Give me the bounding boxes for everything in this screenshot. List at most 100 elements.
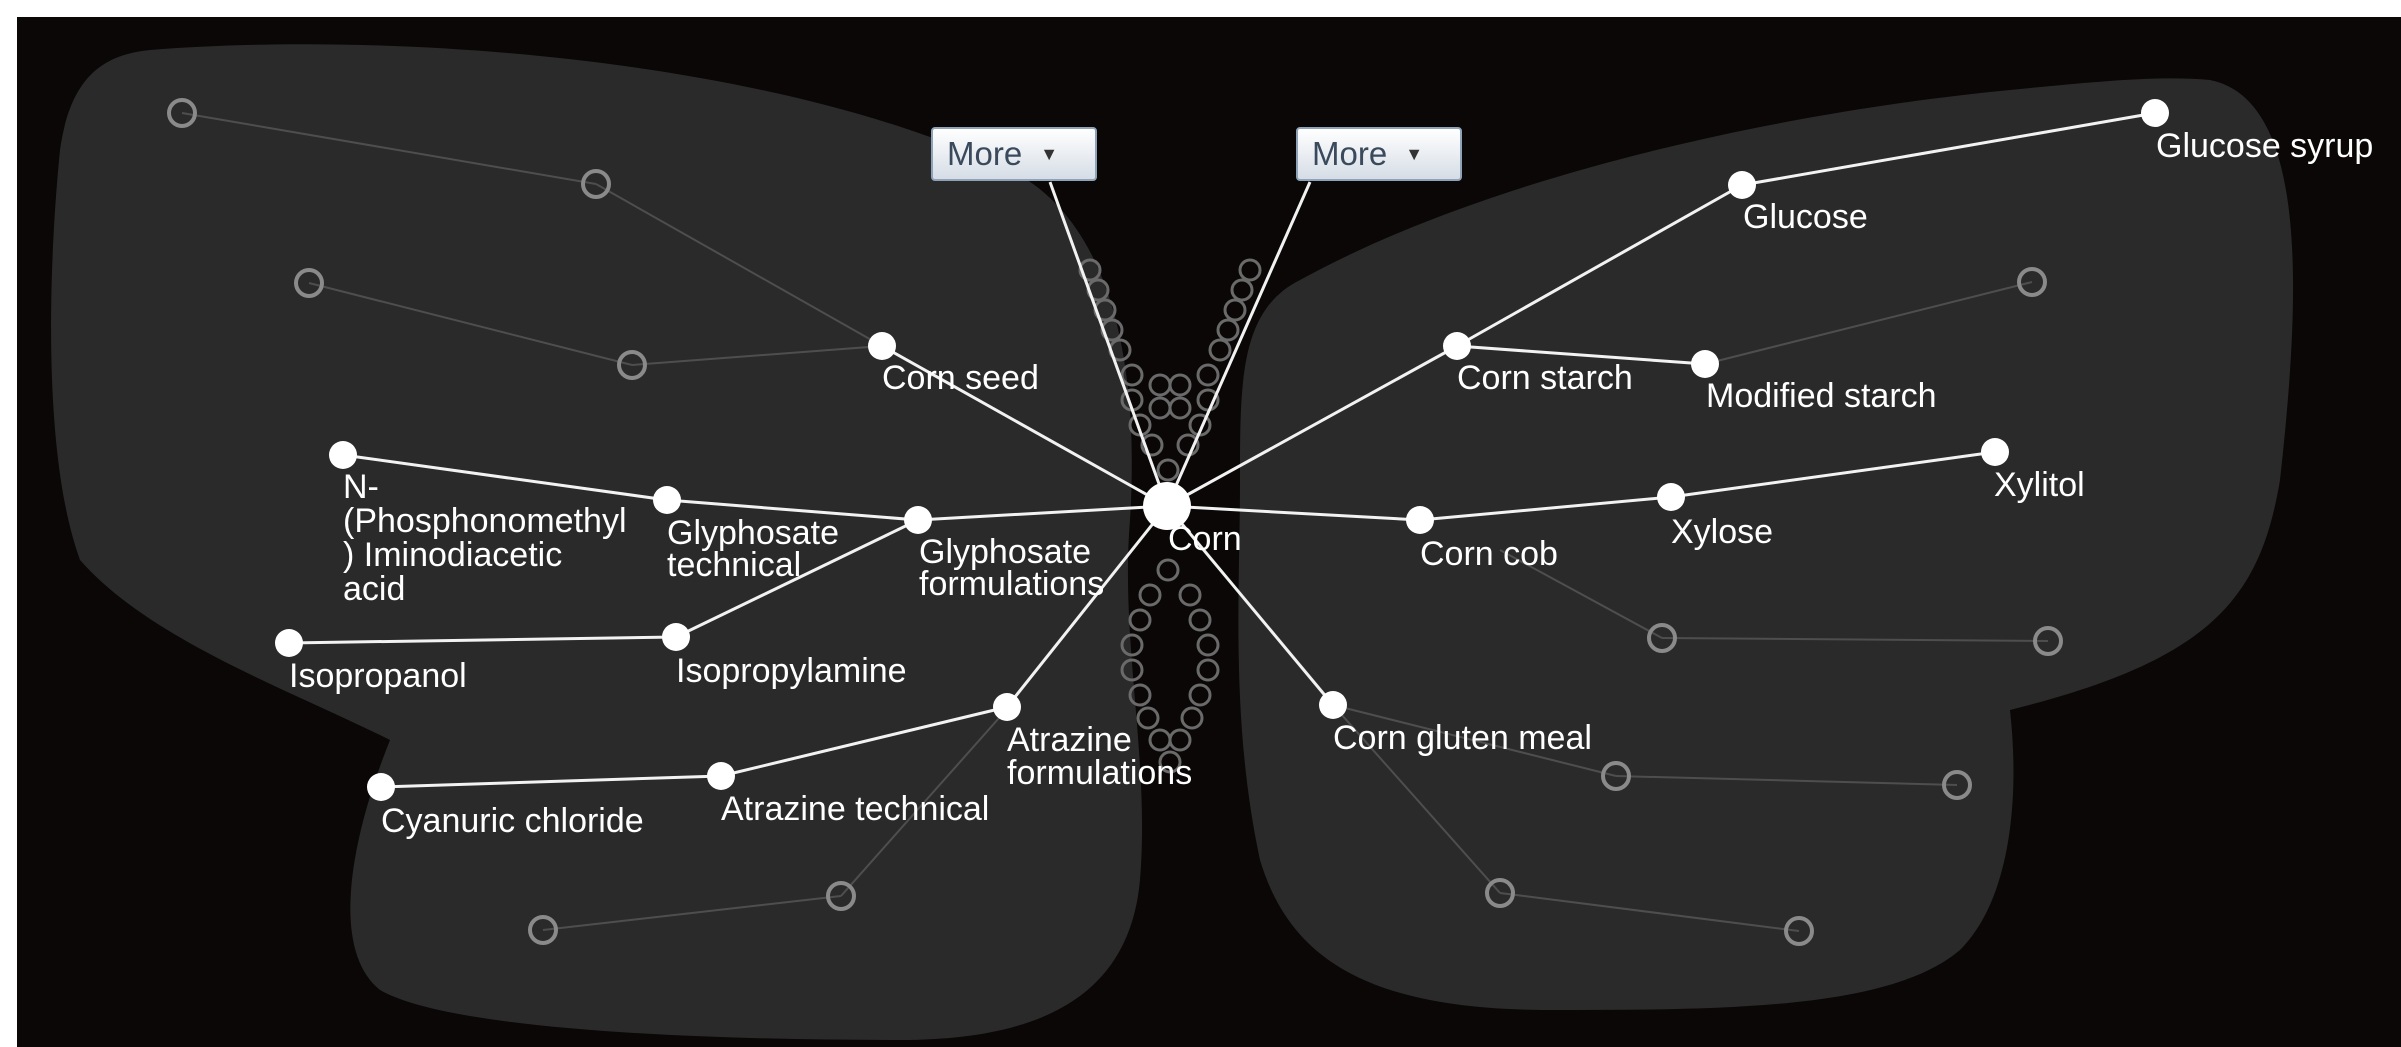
label-glyphosate-formulations: Glyphosate formulations xyxy=(919,533,1104,603)
body-ring xyxy=(1138,583,1162,607)
body-ring xyxy=(1120,633,1144,657)
inactive-node[interactable] xyxy=(2017,267,2047,297)
inactive-edge xyxy=(1615,775,1958,786)
body-ring xyxy=(1128,683,1152,707)
inactive-nodes xyxy=(167,98,2063,946)
label-modified-starch: Modified starch xyxy=(1706,377,1937,415)
node-glyphosate-formulations[interactable] xyxy=(904,506,932,534)
more-dropdown-right[interactable]: More ▼ xyxy=(1296,127,1462,181)
inactive-edge xyxy=(595,183,883,347)
body-ring xyxy=(1140,433,1164,457)
label-corn-starch: Corn starch xyxy=(1457,359,1633,397)
node-xylitol[interactable] xyxy=(1981,438,2009,466)
inactive-edge xyxy=(840,708,1008,897)
label-corn-seed: Corn seed xyxy=(882,359,1039,397)
label-atrazine-technical: Atrazine technical xyxy=(721,790,989,828)
inactive-node[interactable] xyxy=(167,98,197,128)
node-modified-starch[interactable] xyxy=(1691,350,1719,378)
edge-more-left xyxy=(1048,181,1169,507)
edge-cyanuric-chloride xyxy=(380,774,722,789)
body-ring xyxy=(1156,458,1180,482)
label-pmida: N- (Phosphonomethyl ) Iminodiacetic acid xyxy=(343,468,636,608)
label-glucose: Glucose xyxy=(1743,198,1868,236)
label-isopropylamine: Isopropylamine xyxy=(676,652,907,690)
inactive-edge xyxy=(308,282,633,366)
edge-glucose-syrup xyxy=(1741,111,2156,187)
inactive-node[interactable] xyxy=(617,350,647,380)
active-edges xyxy=(288,111,2156,789)
label-glyphosate-technical: Glyphosate technical xyxy=(667,514,848,584)
inactive-node[interactable] xyxy=(1784,916,1814,946)
caret-down-icon: ▼ xyxy=(1040,143,1059,164)
body-ring xyxy=(1128,608,1152,632)
label-xylose: Xylose xyxy=(1671,513,1773,551)
node-corn-cob[interactable] xyxy=(1406,506,1434,534)
right-wing xyxy=(1238,78,2294,1011)
body-ring xyxy=(1196,658,1220,682)
more-label: More xyxy=(947,135,1023,172)
body-ring xyxy=(1120,658,1144,682)
node-glucose[interactable] xyxy=(1728,171,1756,199)
edge-glyphosate-formulations xyxy=(917,504,1168,522)
inactive-node[interactable] xyxy=(1942,770,1972,800)
inactive-node[interactable] xyxy=(1647,623,1677,653)
node-atrazine-technical[interactable] xyxy=(707,762,735,790)
node-cyanuric-chloride[interactable] xyxy=(367,773,395,801)
inactive-edge xyxy=(1661,637,2049,642)
inactive-node[interactable] xyxy=(1601,761,1631,791)
node-isopropanol[interactable] xyxy=(275,629,303,657)
body-ring xyxy=(1156,558,1180,582)
node-glucose-syrup[interactable] xyxy=(2141,99,2169,127)
body-ring xyxy=(1230,278,1254,302)
inactive-edges xyxy=(181,112,2049,932)
node-pmida[interactable] xyxy=(329,441,357,469)
edge-corn-starch xyxy=(1166,344,1458,508)
node-corn-seed[interactable] xyxy=(868,332,896,360)
body-ring xyxy=(1148,373,1172,397)
edge-corn-seed xyxy=(881,344,1168,508)
inactive-node[interactable] xyxy=(294,268,324,298)
label-glucose-syrup: Glucose syrup xyxy=(2156,127,2373,165)
inactive-edge xyxy=(1332,704,1501,894)
edge-glyphosate-technical xyxy=(666,498,919,522)
edge-glucose xyxy=(1456,183,1743,348)
node-glyphosate-technical[interactable] xyxy=(653,486,681,514)
body-ring xyxy=(1148,396,1172,420)
inactive-node[interactable] xyxy=(528,915,558,945)
body-ring xyxy=(1180,706,1204,730)
edge-xylitol xyxy=(1670,450,1996,499)
more-dropdown-left[interactable]: More ▼ xyxy=(931,127,1097,181)
edge-modified-starch xyxy=(1456,344,1706,366)
label-xylitol: Xylitol xyxy=(1994,466,2085,504)
body-ring xyxy=(1078,258,1102,282)
inactive-node[interactable] xyxy=(2033,626,2063,656)
edge-atrazine-technical xyxy=(720,705,1008,778)
node-corn[interactable] xyxy=(1143,482,1191,530)
node-xylose[interactable] xyxy=(1657,483,1685,511)
node-isopropylamine[interactable] xyxy=(662,623,690,651)
edge-isopropanol xyxy=(288,635,677,645)
body-ring xyxy=(1158,750,1182,774)
inactive-node[interactable] xyxy=(826,881,856,911)
node-labels: Corn Corn seed Glyphosate formulations G… xyxy=(289,127,2373,840)
edge-corn-gluten-meal xyxy=(1165,505,1335,706)
body-ring xyxy=(1188,608,1212,632)
label-isopropanol: Isopropanol xyxy=(289,657,467,695)
node-corn-gluten-meal[interactable] xyxy=(1319,691,1347,719)
edge-isopropylamine xyxy=(675,518,919,639)
body-ring xyxy=(1168,373,1192,397)
node-atrazine-formulations[interactable] xyxy=(993,693,1021,721)
inactive-node[interactable] xyxy=(1485,878,1515,908)
inactive-node[interactable] xyxy=(581,169,611,199)
inactive-edge xyxy=(631,345,883,366)
body-ring xyxy=(1136,706,1160,730)
inactive-edge xyxy=(1499,892,1800,932)
inactive-edge xyxy=(1704,281,2033,365)
body-ring xyxy=(1188,683,1212,707)
body-ring xyxy=(1208,338,1232,362)
more-label: More xyxy=(1312,135,1388,172)
body-ring xyxy=(1168,396,1192,420)
node-corn-starch[interactable] xyxy=(1443,332,1471,360)
